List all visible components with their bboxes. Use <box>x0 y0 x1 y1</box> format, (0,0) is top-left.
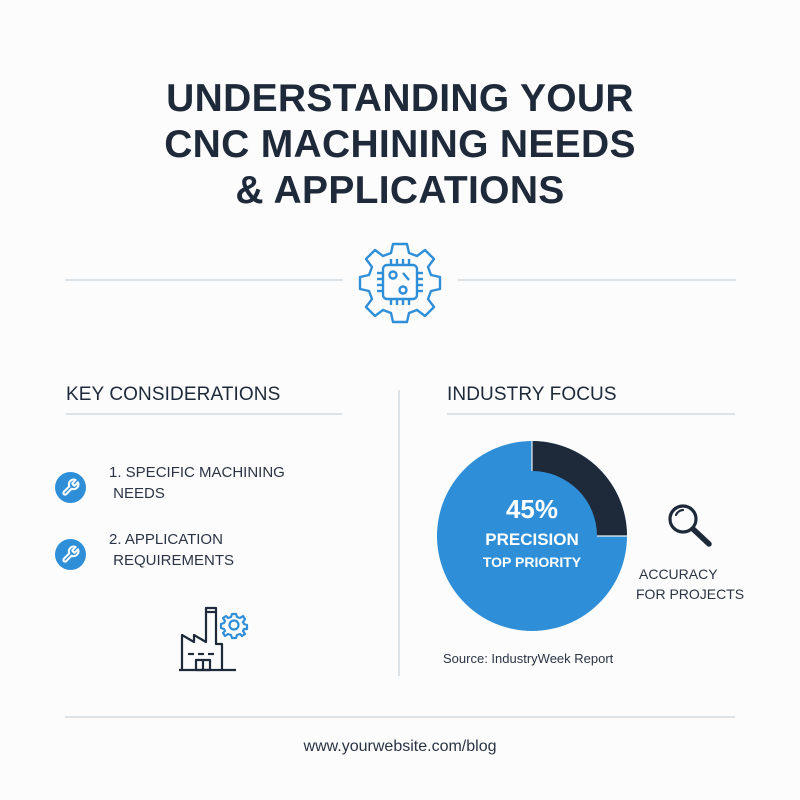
accuracy-note: ACCURACY FOR PROJECTS <box>636 564 744 604</box>
magnifier-icon <box>668 504 712 547</box>
title-line-2: CNC MACHINING NEEDS <box>164 123 636 166</box>
precision-pie-chart <box>437 441 627 631</box>
pie-sub-label: TOP PRIORITY <box>482 554 582 570</box>
left-heading-underline <box>66 413 342 415</box>
title-line-3: & APPLICATIONS <box>235 169 565 212</box>
gear-with-chip-icon <box>358 242 442 324</box>
pie-percent-label: 45% <box>505 494 559 524</box>
consideration-item-2-text: 2. APPLICATION REQUIREMENTS <box>109 531 235 569</box>
pie-main-label: PRECISION <box>485 530 579 549</box>
header-divider-left <box>65 279 343 281</box>
key-considerations-heading: KEY CONSIDERATIONS <box>66 384 281 405</box>
page-title: UNDERSTANDING YOUR CNC MACHINING NEEDS &… <box>0 76 800 214</box>
footer-divider <box>65 716 735 718</box>
factory-gear-icon <box>179 606 249 672</box>
consideration-item-1-text: 1. SPECIFIC MACHINING NEEDS <box>109 464 285 502</box>
wrench-icon <box>55 539 86 570</box>
source-citation: Source: IndustryWeek Report <box>443 651 614 666</box>
title-line-1: UNDERSTANDING YOUR <box>166 77 634 120</box>
wrench-icon <box>55 472 86 503</box>
industry-focus-heading: INDUSTRY FOCUS <box>447 384 617 405</box>
right-heading-underline <box>447 413 735 415</box>
footer-url: www.yourwebsite.com/blog <box>303 738 497 755</box>
accuracy-line-2: FOR PROJECTS <box>636 586 745 602</box>
header-divider-right <box>458 279 736 281</box>
section-divider <box>398 390 400 676</box>
accuracy-line-1: ACCURACY <box>639 566 718 582</box>
